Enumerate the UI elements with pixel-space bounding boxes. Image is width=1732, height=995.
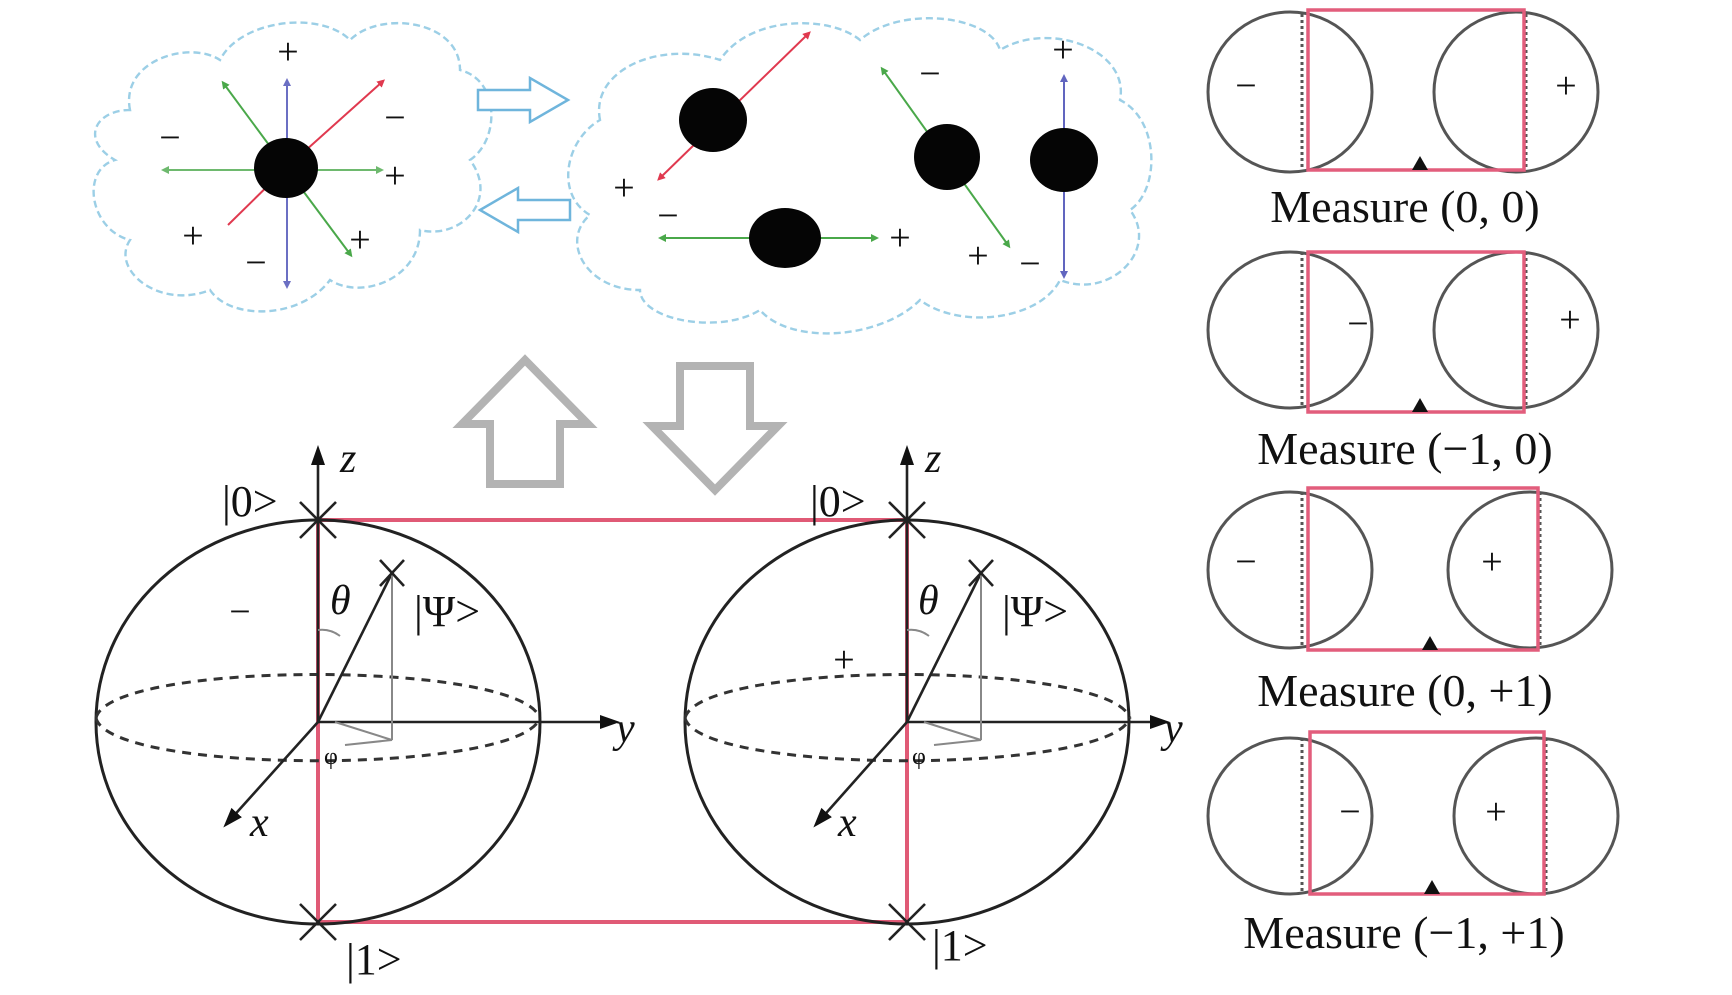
arrow-right-icon xyxy=(476,75,571,125)
sign-plus: + xyxy=(833,639,854,681)
measurement-panel-1: − + Measure (0, 0) xyxy=(1206,8,1600,232)
particle xyxy=(254,138,318,198)
angle-theta: θ xyxy=(330,578,351,624)
arrow-up-icon xyxy=(452,354,598,488)
sign-plus: + xyxy=(889,217,910,259)
measurement-panel-3: − + Measure (0, +1) xyxy=(1206,486,1614,716)
pole-bottom xyxy=(888,903,926,941)
pointer-icon xyxy=(1412,156,1428,170)
axis-label-x: x xyxy=(837,800,857,846)
pole-top xyxy=(299,501,337,539)
ket-one: |1> xyxy=(346,935,402,984)
sign-minus: − xyxy=(1347,303,1368,345)
pointer-icon xyxy=(1424,880,1440,894)
sign-plus: + xyxy=(613,167,634,209)
state-point xyxy=(968,559,994,587)
angle-theta: θ xyxy=(918,578,939,624)
particle xyxy=(914,124,980,190)
sign-minus: − xyxy=(1235,541,1256,583)
sign-plus: + xyxy=(967,235,988,277)
state-point xyxy=(379,559,405,587)
sign-minus: − xyxy=(1019,243,1040,285)
cloud-single-particle: + − − + + − + xyxy=(92,21,493,313)
sign-plus: + xyxy=(1559,299,1580,341)
axis-label-y: y xyxy=(1160,706,1183,752)
angle-phi: φ xyxy=(324,744,338,770)
pole-bottom xyxy=(299,903,337,941)
sign-minus: − xyxy=(657,195,678,237)
sign-minus: − xyxy=(1235,65,1256,107)
ket-psi: |Ψ> xyxy=(414,587,480,636)
sign-plus: + xyxy=(277,31,298,73)
axis-label-y: y xyxy=(612,706,635,752)
particle xyxy=(679,88,747,152)
sign-plus: + xyxy=(1481,541,1502,583)
bloch-sphere-left: z y x θ φ |0> |1> |Ψ> − xyxy=(94,436,635,984)
particle xyxy=(1030,128,1098,192)
measure-label: Measure (0, +1) xyxy=(1257,665,1552,716)
sign-minus: − xyxy=(384,97,405,139)
axis-label-z: z xyxy=(339,436,356,482)
pointer-icon xyxy=(1422,636,1438,650)
sign-plus: + xyxy=(182,215,203,257)
axis-label-x: x xyxy=(249,800,269,846)
sign-plus: + xyxy=(1052,29,1073,71)
sign-plus: + xyxy=(1555,65,1576,107)
measure-label: Measure (−1, 0) xyxy=(1257,423,1552,474)
bloch-sphere-right: z y x θ φ |0> |1> |Ψ> + xyxy=(683,436,1183,970)
sign-minus: − xyxy=(919,53,940,95)
ket-zero: |0> xyxy=(222,477,278,526)
particle xyxy=(749,208,821,268)
transition-arrows-vertical xyxy=(452,354,788,496)
measure-label: Measure (−1, +1) xyxy=(1243,907,1564,958)
sign-minus: − xyxy=(229,591,250,633)
sign-plus: + xyxy=(384,155,405,197)
arrow-down-icon xyxy=(642,362,788,496)
sign-plus: + xyxy=(349,219,370,261)
pointer-icon xyxy=(1412,398,1428,412)
ket-zero: |0> xyxy=(810,477,866,526)
arrow-left-icon xyxy=(477,185,572,235)
transition-arrows-horizontal xyxy=(476,75,572,235)
sign-minus: − xyxy=(159,117,180,159)
ket-one: |1> xyxy=(932,921,988,970)
measurement-panel-2: − + Measure (−1, 0) xyxy=(1206,250,1600,474)
measure-label: Measure (0, 0) xyxy=(1270,181,1540,232)
sign-minus: − xyxy=(1339,791,1360,833)
ket-psi: |Ψ> xyxy=(1002,587,1068,636)
pole-top xyxy=(888,501,926,539)
sign-plus: + xyxy=(1485,791,1506,833)
angle-phi: φ xyxy=(912,744,926,770)
measurement-panel-4: − + Measure (−1, +1) xyxy=(1206,730,1620,958)
axis-label-z: z xyxy=(924,436,941,482)
sign-minus: − xyxy=(245,242,266,284)
cloud-separated-particles: + − + − + − + xyxy=(567,17,1153,335)
